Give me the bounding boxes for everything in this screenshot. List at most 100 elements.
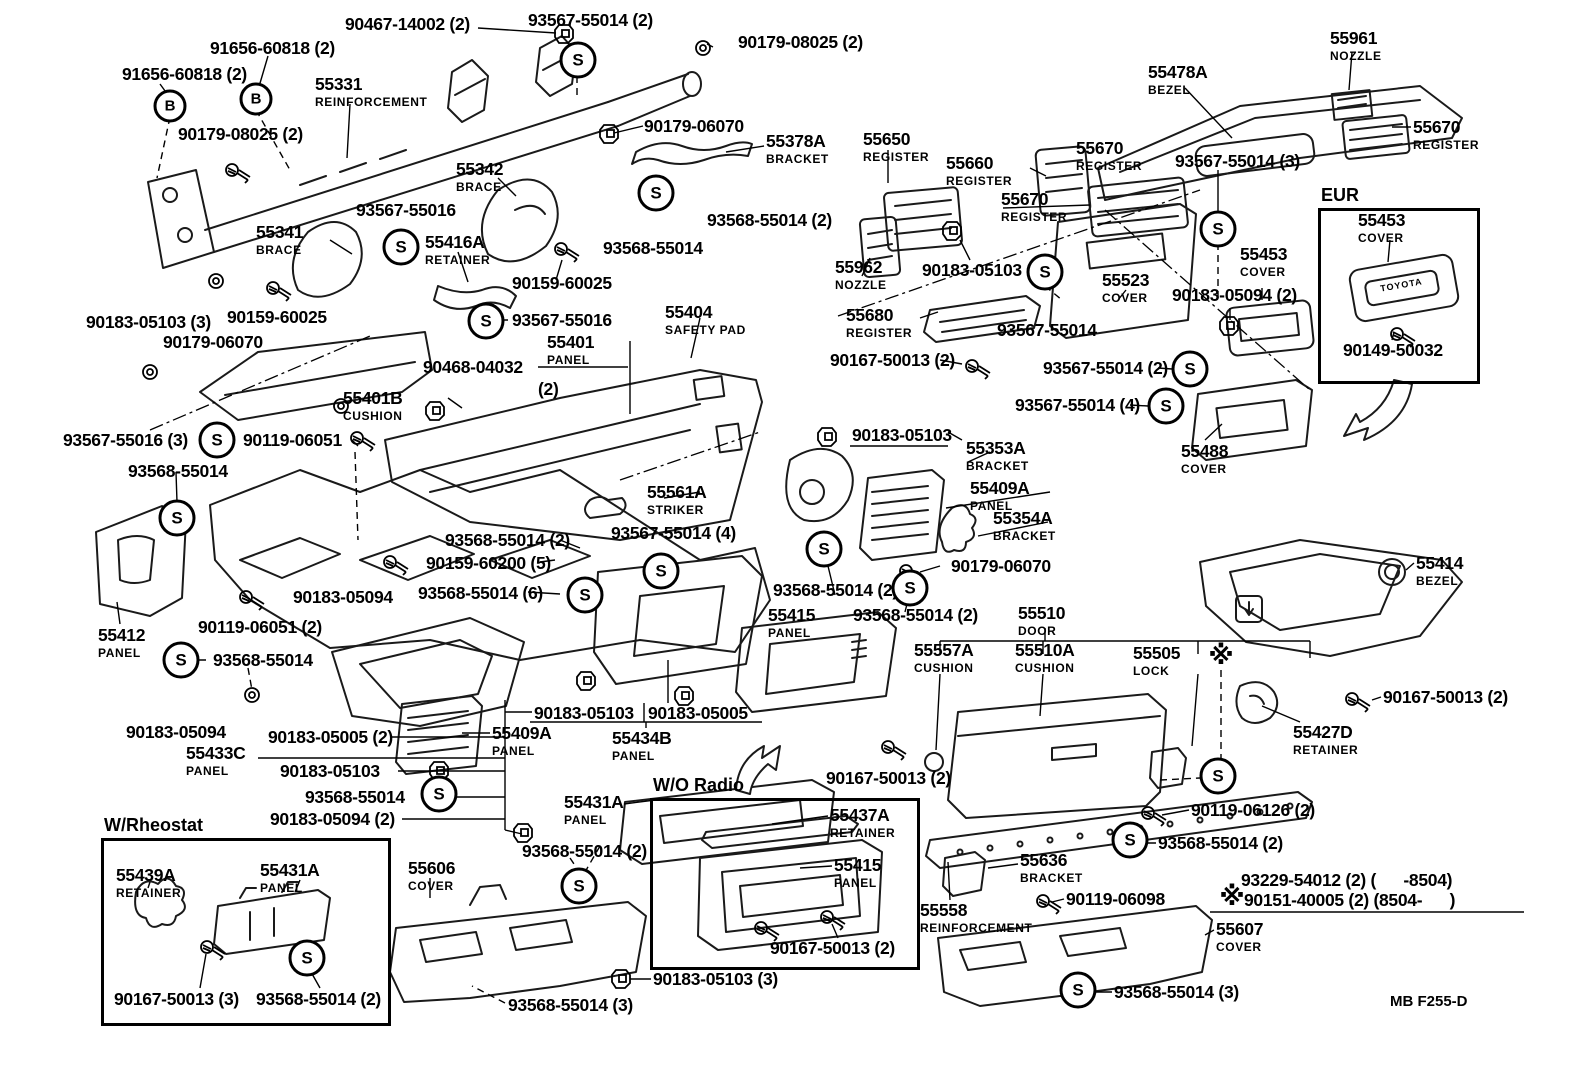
part-name: BRACE [456,179,502,194]
part-label: 93568-55014 (3) [508,996,633,1015]
variant-box-eur: EUR [1318,185,1480,384]
part-label: 90159-60025 [227,308,327,327]
part-number: 55437A [830,805,890,825]
simplified-part-symbol-s: S [162,641,200,679]
part-label: 93568-55014 (2) [522,842,647,861]
part-number: 55523 [1102,270,1150,290]
part-number: 90467-14002 (2) [345,14,470,34]
part-label: 90167-50013 (3) [114,989,239,1009]
bolt-symbol-b: B [153,89,187,123]
part-label: 90167-50013 (2) [830,350,955,370]
part-label: 90183-05103 [852,426,952,445]
part-label: 90183-05103 (3) [653,970,778,989]
part-number: 93568-55014 (6) [418,583,543,603]
part-name: PANEL [768,625,811,640]
part-number: 90119-06098 [1066,889,1165,909]
part-name: COVER [1240,264,1286,279]
part-number: 55342 [456,159,504,179]
part-name: BEZEL [1148,82,1191,97]
part-number: 90167-50013 (2) [1383,687,1508,707]
part-number: 90167-50013 (2) [830,350,955,370]
part-label: 93568-55014 (2) [256,990,381,1009]
part-label: 90159-60200 (5) [426,554,551,573]
part-number: 93567-55016 (3) [63,430,188,450]
part-name: PANEL [186,763,229,778]
part-name: NOZZLE [1330,48,1382,63]
part-label: 93567-55014 (2) [1043,359,1168,378]
part-label: 90151-40005 (2) (8504- ) [1244,890,1456,910]
part-name: LOCK [1133,663,1170,678]
part-label: 90183-05103 [280,762,380,781]
part-number: 90183-05094 [126,722,226,742]
part-number: 55354A [993,508,1053,528]
part-name: REGISTER [1001,209,1068,224]
part-number: 90151-40005 (2) (8504- ) [1244,890,1456,910]
part-number: 93567-55016 [512,310,612,330]
part-label: 90119-06051 (2) [198,618,322,637]
part-name: STRIKER [647,502,704,517]
part-name: PANEL [98,645,141,660]
simplified-part-symbol-s: S [467,302,505,340]
simplified-part-symbol-s: S [642,552,680,590]
part-label: 93567-55016 (3) [63,430,188,450]
part-number: 93568-55014 (2) [1158,833,1283,853]
part-number: 55961 [1330,28,1378,48]
part-number: 90179-06070 [163,332,263,352]
part-number: 90167-50013 (3) [114,989,239,1009]
figure-code: MB F255-D [1390,993,1468,1010]
part-number: 93567-55014 (4) [611,523,736,543]
part-number: 55404 [665,302,713,322]
part-name: PANEL [834,875,877,890]
part-number: 90183-05103 [922,260,1022,280]
part-label: 93568-55014 (2) [1158,833,1283,853]
part-number: 90167-50013 (2) [826,768,951,788]
part-name: NOZZLE [835,277,887,292]
part-label: 90183-05094 [126,722,226,742]
part-label: 90183-05094 (2) [270,810,395,829]
part-name: REGISTER [946,173,1013,188]
part-label: 91656-60818 (2) [122,65,247,84]
part-label: 93568-55014 [128,462,228,481]
part-number: 90183-05103 (3) [86,312,211,332]
part-name: CUSHION [1015,660,1075,675]
part-number: 55401 [547,332,595,352]
part-name: PANEL [970,498,1013,513]
part-label: 90183-05094 (2) [1172,286,1297,305]
part-number: 90183-05005 (2) [268,727,393,747]
part-name: COVER [1358,230,1404,245]
part-number: 90167-50013 (2) [770,938,895,958]
variant-box-w-o-radio: W/O Radio [650,775,920,970]
part-label: 90179-06070 [163,332,263,352]
part-number: 55414 [1416,553,1464,573]
part-number: 93567-55016 [356,200,456,220]
part-name: REINFORCEMENT [315,94,428,109]
part-name: RETAINER [1293,742,1359,757]
part-name: COVER [1216,939,1262,954]
part-name: BEZEL [1416,573,1459,588]
part-number: 55412 [98,625,146,645]
part-number: 55431A [564,792,624,812]
simplified-part-symbol-s: S [420,775,458,813]
simplified-part-symbol-s: S [1171,350,1209,388]
part-number: 55453 [1240,244,1288,264]
part-number: 93567-55014 (4) [1015,395,1140,415]
